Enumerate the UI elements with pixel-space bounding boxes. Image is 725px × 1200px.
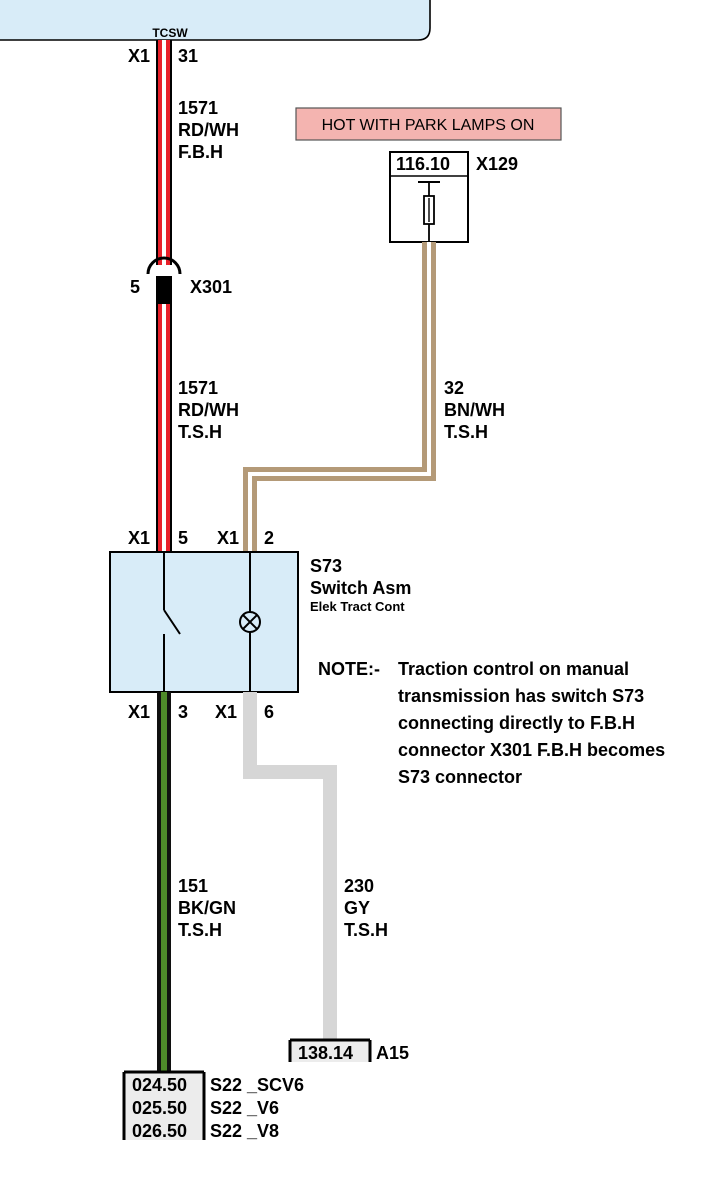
- switch-name: Switch Asm: [310, 578, 411, 598]
- wire-230: [243, 692, 337, 1040]
- reference-2-label: S22 _V6: [210, 1098, 279, 1118]
- wire-151: [157, 692, 171, 1072]
- reference-2-id: 025.50: [132, 1098, 187, 1118]
- wire-151-color: BK/GN: [178, 898, 236, 918]
- note-line: Traction control on manual: [398, 659, 630, 679]
- power-label-text: HOT WITH PARK LAMPS ON: [322, 117, 535, 134]
- reference-1-id: 024.50: [132, 1075, 187, 1095]
- power-label-box: [295, 107, 562, 141]
- reference-138-14-box: [288, 1038, 372, 1062]
- switch-id: S73: [310, 556, 342, 576]
- wire-230-color: GY: [344, 898, 370, 918]
- switch-top-left-pin: 5: [178, 528, 188, 548]
- wire-1571-upper-color: RD/WH: [178, 120, 239, 140]
- connector-x301-symbol: [146, 256, 182, 304]
- wire-230-circuit: 230: [344, 876, 374, 896]
- reference-138-14-id: 138.14: [298, 1043, 353, 1063]
- wire-1571-upper: [156, 40, 172, 265]
- reference-3-id: 026.50: [132, 1121, 187, 1141]
- tcsw-label: TCSW: [152, 26, 188, 40]
- fuse-id: 116.10: [396, 154, 450, 174]
- note-body: Traction control on manual transmission …: [398, 656, 665, 791]
- switch-s73-box: [109, 551, 299, 693]
- switch-bottom-right-connector: X1: [215, 702, 237, 722]
- connector-x301-id: X301: [190, 277, 232, 297]
- reference-block: [122, 1070, 206, 1140]
- wire-1571-upper-circuit: 1571: [178, 98, 218, 118]
- top-connector-label: X1: [128, 46, 150, 66]
- wire-32-harness: T.S.H: [444, 422, 488, 442]
- switch-top-right-pin: 2: [264, 528, 274, 548]
- note-line: connector X301 F.B.H becomes: [398, 740, 666, 760]
- fuse-icon: [418, 181, 440, 242]
- switch-top-right-connector: X1: [217, 528, 239, 548]
- switch-bottom-left-connector: X1: [128, 702, 150, 722]
- wire-151-harness: T.S.H: [178, 920, 222, 940]
- wire-1571-lower-harness: T.S.H: [178, 422, 222, 442]
- switch-contact-icon: [163, 552, 181, 692]
- wire-32: [243, 242, 436, 552]
- wire-1571-lower-color: RD/WH: [178, 400, 239, 420]
- wire-1571-upper-harness: F.B.H: [178, 142, 223, 162]
- switch-bottom-left-pin: 3: [178, 702, 188, 722]
- wire-1571-lower-circuit: 1571: [178, 378, 218, 398]
- note-line: connecting directly to F.B.H: [398, 713, 636, 733]
- note-line: S73 connector: [398, 767, 523, 787]
- lamp-icon: [239, 552, 261, 692]
- reference-3-label: S22 _V8: [210, 1121, 279, 1141]
- reference-138-14-connector: A15: [376, 1043, 409, 1063]
- reference-1-label: S22 _SCV6: [210, 1075, 304, 1095]
- wire-32-circuit: 32: [444, 378, 464, 398]
- fuse-connector: X129: [476, 154, 518, 174]
- switch-bottom-right-pin: 6: [264, 702, 274, 722]
- wire-230-harness: T.S.H: [344, 920, 388, 940]
- switch-subtitle: Elek Tract Cont: [310, 599, 405, 614]
- connector-x301-pin: 5: [130, 277, 140, 297]
- wire-32-color: BN/WH: [444, 400, 505, 420]
- top-pin-label: 31: [178, 46, 198, 66]
- note-line: transmission has switch S73: [398, 686, 645, 706]
- tcsw-module: [0, 0, 431, 41]
- wire-1571-lower: [156, 304, 172, 552]
- note-prefix: NOTE:-: [318, 659, 380, 679]
- wire-151-circuit: 151: [178, 876, 208, 896]
- switch-top-left-connector: X1: [128, 528, 150, 548]
